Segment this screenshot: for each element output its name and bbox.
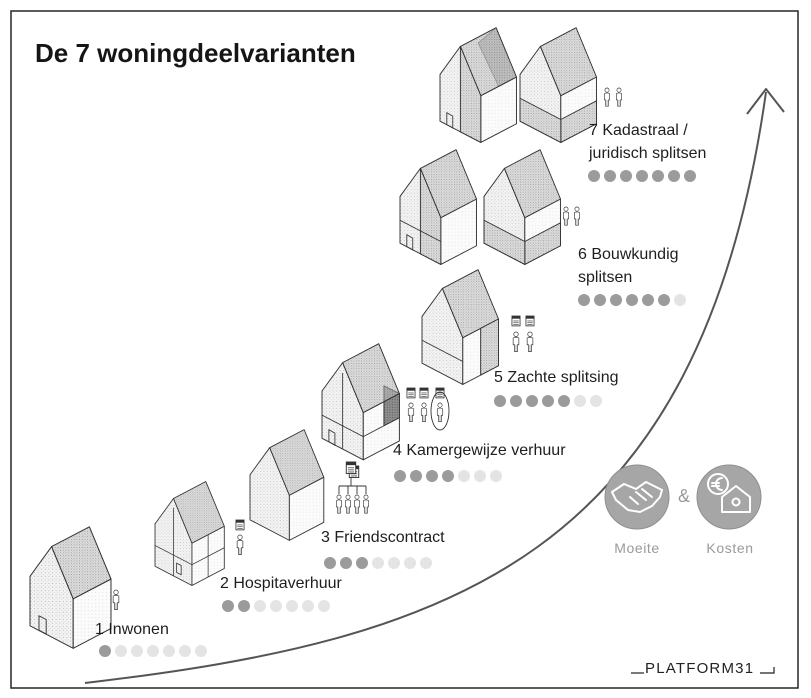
rating-dot-filled [222,600,234,612]
page-title: De 7 woningdeelvarianten [35,38,356,68]
house-illustration-2 [154,481,225,586]
rating-dot-empty [404,557,416,569]
rating-dots [578,294,686,306]
house-illustration-7a [439,27,517,143]
house-illustration-1 [29,526,112,649]
effort-badge [604,464,670,530]
brand-text: PLATFORM31 [645,660,754,677]
house-illustration-5 [421,269,499,385]
house-illustration-7b [519,27,597,143]
rating-dot-filled [426,470,438,482]
rating-dots [99,645,207,657]
contract-icon [525,315,535,327]
rating-dot-filled [494,395,506,407]
legend-separator: & [678,486,690,506]
rating-dot-filled [558,395,570,407]
rating-dot-filled [604,170,616,182]
legend: & Moeite Kosten [604,464,762,556]
rating-dot-filled [684,170,696,182]
variant-label-3: 3 Friendscontract [321,529,445,546]
brand-logo: PLATFORM31 [631,660,775,677]
rating-dot-filled [410,470,422,482]
rating-dot-filled [356,557,368,569]
rating-dot-empty [474,470,486,482]
variant-label-1: 1 Inwonen [95,621,169,638]
frame [10,10,799,689]
rating-dot-filled [99,645,111,657]
rating-dot-filled [594,294,606,306]
rating-dot-empty [179,645,191,657]
contract-icon [511,315,521,327]
house-illustration-6b [483,149,561,265]
rating-dot-filled [542,395,554,407]
rating-dot-empty [147,645,159,657]
rating-dots [222,600,330,612]
variant-label-2: 2 Hospitaverhuur [220,575,343,592]
contract-icon [406,387,416,399]
rating-dot-empty [458,470,470,482]
rating-dot-filled [642,294,654,306]
handshake-icon [611,481,663,513]
rating-dots [494,395,602,407]
rating-dot-filled [510,395,522,407]
rating-dot-filled [340,557,352,569]
highlight-oval [430,391,450,431]
rating-dot-empty [318,600,330,612]
rating-dot-empty [420,557,432,569]
rating-dot-empty [286,600,298,612]
variant-label-5: 5 Zachte splitsing [494,369,619,386]
variant-label-7-line2: juridisch splitsen [588,145,706,162]
rating-dot-filled [668,170,680,182]
rating-dot-empty [115,645,127,657]
variant-label-7-line1: 7 Kadastraal / [589,122,688,139]
variant-label-6-line1: 6 Bouwkundig [578,246,679,263]
rating-dot-empty [590,395,602,407]
rating-dot-empty [302,600,314,612]
rating-dot-empty [270,600,282,612]
rating-dot-filled [636,170,648,182]
rating-dot-empty [388,557,400,569]
cost-badge [696,464,762,530]
house-illustration-6a [399,149,477,265]
rating-dot-filled [588,170,600,182]
rating-dot-filled [620,170,632,182]
rating-dot-filled [238,600,250,612]
euro-house-icon [707,473,751,513]
contract-icon [345,461,357,475]
growth-arrow [84,91,767,684]
rating-dot-filled [324,557,336,569]
rating-dot-empty [195,645,207,657]
house-illustration-4 [321,343,400,461]
rating-dot-empty [254,600,266,612]
rating-dot-filled [652,170,664,182]
effort-label: Moeite [614,540,660,556]
rating-dot-filled [442,470,454,482]
variant-label-6-line2: splitsen [578,269,632,286]
rating-dot-empty [490,470,502,482]
connector-lines [338,477,367,494]
rating-dots [324,557,432,569]
rating-dots [588,170,696,182]
contract-icon [235,519,245,531]
rating-dots [394,470,502,482]
contract-icon [419,387,429,399]
rating-dot-empty [674,294,686,306]
rating-dot-empty [163,645,175,657]
rating-dot-filled [578,294,590,306]
rating-dot-empty [574,395,586,407]
rating-dot-filled [526,395,538,407]
rating-dot-empty [131,645,143,657]
rating-dot-filled [626,294,638,306]
rating-dot-empty [372,557,384,569]
rating-dot-filled [610,294,622,306]
cost-label: Kosten [706,540,753,556]
rating-dot-filled [394,470,406,482]
variant-label-4: 4 Kamergewijze verhuur [393,442,566,459]
rating-dot-filled [658,294,670,306]
arrowhead-icon [746,88,785,115]
